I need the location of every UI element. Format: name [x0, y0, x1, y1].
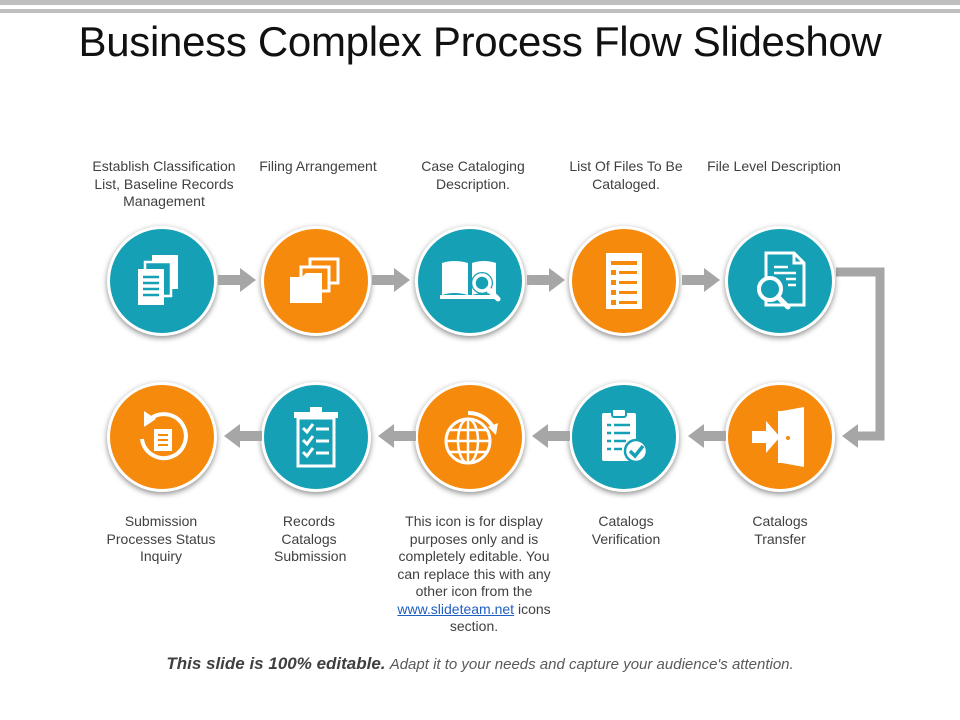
- footer-rest: Adapt it to your needs and capture your …: [389, 656, 794, 673]
- clipboard-check-icon: [602, 408, 649, 464]
- slideteam-link[interactable]: www.slideteam.net: [397, 600, 515, 617]
- step-label-5: File Level Description: [707, 158, 841, 174]
- book-search-icon: [440, 261, 501, 302]
- step-circle-8: [415, 382, 525, 492]
- step-circle-10: [107, 382, 217, 492]
- refresh-document-icon: [140, 411, 188, 461]
- documents-icon: [138, 255, 178, 305]
- footer-caption: This slide is 100% editable. Adapt it to…: [0, 654, 960, 674]
- step-circle-3: [415, 226, 525, 336]
- checklist-icon: [294, 407, 338, 468]
- connector-arrowhead: [842, 424, 858, 448]
- list-document-icon: [606, 253, 642, 309]
- icon-disclaimer-note: This icon is for display purposes only a…: [397, 513, 551, 634]
- step-label-6: Catalogs Transfer: [752, 513, 808, 547]
- flow-arrow-right: [372, 268, 410, 292]
- flow-arrow-left: [224, 424, 262, 448]
- flow-arrow-left: [532, 424, 570, 448]
- step-circle-9: [261, 382, 371, 492]
- flow-arrow-right: [527, 268, 565, 292]
- step-label-1: Establish Classification List, Baseline …: [92, 158, 236, 209]
- flow-arrow-right: [682, 268, 720, 292]
- step-label-2: Filing Arrangement: [259, 158, 377, 174]
- step-label-10: Submission Processes Status Inquiry: [106, 513, 216, 564]
- flow-arrow-left: [688, 424, 726, 448]
- step-circle-2: [261, 226, 371, 336]
- globe-refresh-icon: [444, 410, 498, 465]
- step-label-7: Catalogs Verification: [591, 513, 661, 547]
- step-label-9: Records Catalogs Submission: [274, 513, 347, 564]
- step-label-4: List Of Files To Be Cataloged.: [569, 158, 683, 192]
- door-enter-icon: [752, 407, 804, 467]
- step-circle-6: [725, 382, 835, 492]
- step-circle-1: [107, 226, 217, 336]
- step-circle-5: [725, 226, 835, 336]
- connector-line: [836, 267, 885, 441]
- step-circle-7: [569, 382, 679, 492]
- step-circle-4: [569, 226, 679, 336]
- document-search-icon: [757, 251, 806, 310]
- page-title: Business Complex Process Flow Slideshow: [78, 18, 882, 65]
- footer-bold: This slide is 100% editable.: [166, 654, 386, 673]
- step-label-3: Case Cataloging Description.: [421, 158, 525, 192]
- flow-arrow-left: [378, 424, 416, 448]
- folders-icon: [290, 257, 340, 303]
- top-rule: [0, 9, 960, 13]
- top-rule: [0, 0, 960, 5]
- flow-arrow-right: [218, 268, 256, 292]
